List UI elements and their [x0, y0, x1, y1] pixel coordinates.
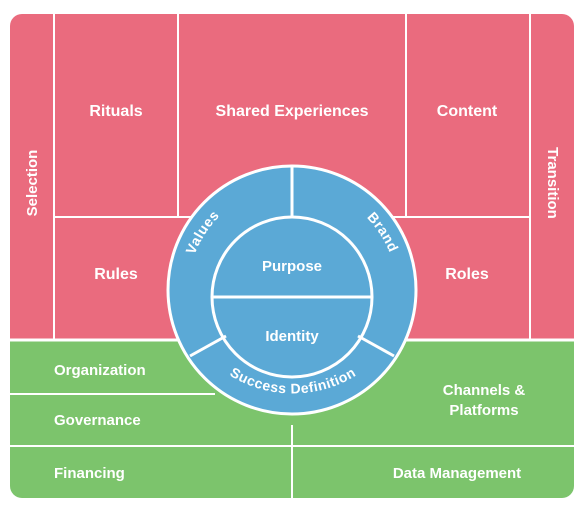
rituals-cell [54, 14, 178, 217]
identity-label: Identity [265, 328, 319, 345]
rules-cell [54, 217, 178, 339]
organization-label: Organization [54, 362, 146, 379]
selection-cell [10, 14, 54, 339]
purpose-label: Purpose [262, 258, 322, 275]
governance-label: Governance [54, 412, 141, 429]
ring-divider-left [189, 334, 227, 358]
content-label: Content [437, 103, 498, 120]
transition-label: Transition [544, 147, 561, 219]
center-circle [166, 164, 418, 416]
roles-cell [406, 217, 530, 339]
financing-label: Financing [54, 465, 125, 482]
data-management-label: Data Management [393, 465, 521, 482]
channels-platforms-label-line1: Channels & [443, 382, 526, 399]
roles-label: Roles [445, 266, 489, 283]
content-cell [406, 14, 530, 217]
ring-divider-right [357, 334, 395, 358]
rules-label: Rules [94, 266, 138, 283]
channels-platforms-label-line2: Platforms [449, 402, 518, 419]
financing-cell [10, 446, 292, 498]
transition-cell [530, 14, 574, 339]
shared-experiences-label: Shared Experiences [216, 103, 369, 120]
selection-label: Selection [24, 150, 41, 217]
rituals-label: Rituals [89, 103, 142, 120]
data-management-cell [292, 446, 574, 498]
